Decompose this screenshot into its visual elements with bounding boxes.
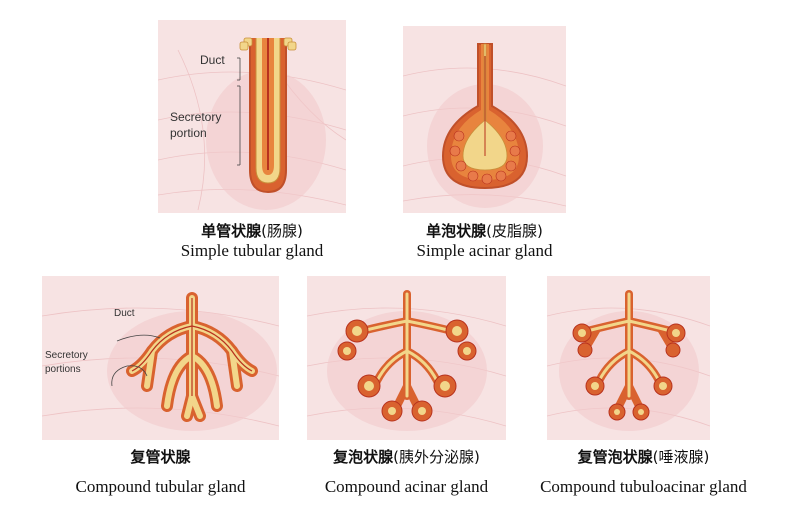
caption-zh: 单管状腺 xyxy=(201,222,261,240)
caption-en: Compound acinar gland xyxy=(290,477,523,497)
caption-en: Compound tubuloacinar gland xyxy=(517,477,770,497)
simple-acinar-illustration xyxy=(403,26,566,213)
caption-compound-tubular: 复管状腺 Compound tubular gland xyxy=(32,446,289,497)
duct-label: Duct xyxy=(200,53,225,67)
caption-compound-acinar: 复泡状腺(胰外分泌腺) Compound acinar gland xyxy=(290,446,523,497)
secretory-label: Secretory xyxy=(170,110,221,124)
caption-zh-paren: (唾液腺) xyxy=(653,448,710,466)
compound-tubuloacinar-illustration xyxy=(547,276,710,440)
caption-en: Compound tubular gland xyxy=(32,477,289,497)
panel-compound-acinar xyxy=(307,276,506,440)
compound-tubular-illustration: Duct Secretory portions xyxy=(42,276,279,440)
duct-label: Duct xyxy=(114,308,135,319)
panel-compound-tubuloacinar xyxy=(547,276,710,440)
caption-zh-paren: (皮脂腺) xyxy=(486,222,543,240)
caption-zh: 复管泡状腺 xyxy=(578,448,653,466)
caption-zh-paren: (肠腺) xyxy=(261,222,303,240)
secretory-label: Secretory xyxy=(45,350,88,361)
caption-en: Simple tubular gland xyxy=(158,241,346,261)
caption-simple-tubular: 单管状腺(肠腺) Simple tubular gland xyxy=(158,220,346,261)
caption-en: Simple acinar gland xyxy=(378,241,591,261)
caption-simple-acinar: 单泡状腺(皮脂腺) Simple acinar gland xyxy=(378,220,591,261)
simple-tubular-illustration: Duct Secretory portion xyxy=(158,20,346,213)
caption-compound-tubuloacinar: 复管泡状腺(唾液腺) Compound tubuloacinar gland xyxy=(517,446,770,497)
caption-zh: 复管状腺 xyxy=(130,448,190,466)
portions-label: portions xyxy=(45,364,81,375)
compound-acinar-illustration xyxy=(307,276,506,440)
caption-zh: 复泡状腺 xyxy=(333,448,393,466)
panel-compound-tubular: Duct Secretory portions xyxy=(42,276,279,440)
panel-simple-tubular: Duct Secretory portion xyxy=(158,20,346,213)
portion-label: portion xyxy=(170,126,207,140)
caption-zh: 单泡状腺 xyxy=(426,222,486,240)
panel-simple-acinar xyxy=(403,26,566,213)
caption-zh-paren: (胰外分泌腺) xyxy=(393,448,480,466)
